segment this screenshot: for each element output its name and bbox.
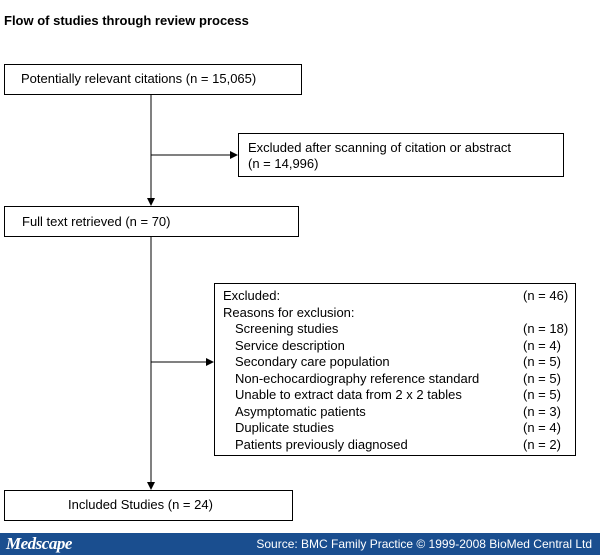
exclusion-item-label: Patients previously diagnosed [235, 436, 408, 452]
exclusion-item-label: Secondary care population [235, 354, 390, 369]
source-credit: Source: BMC Family Practice © 1999-2008 … [256, 537, 592, 551]
footer-bar: Medscape Source: BMC Family Practice © 1… [0, 533, 600, 555]
exclusion-item-label: Screening studies [235, 321, 339, 336]
exclusion-item-label: Non-echocardiography reference standard [235, 370, 480, 386]
exclusion-item-count: (n = 5) [523, 354, 561, 369]
exclusion-item: Asymptomatic patients (n = 3) [223, 404, 575, 421]
exclusion-item-count: (n = 4) [523, 420, 561, 435]
box-exclusion-reasons: Excluded: (n = 46) Reasons for exclusion… [214, 283, 576, 456]
exclusion-item-count: (n = 5) [523, 387, 561, 402]
exclusion-item-count: (n = 5) [523, 370, 561, 386]
exclusion-reasons-heading: Reasons for exclusion: [223, 304, 355, 320]
box-potential-citations: Potentially relevant citations (n = 15,0… [4, 64, 302, 95]
flow-connectors [147, 95, 238, 490]
box-excluded-scanning: Excluded after scanning of citation or a… [238, 133, 564, 177]
box-excluded-scan-line2: (n = 14,996) [248, 156, 319, 171]
exclusion-item: Patients previously diagnosed (n = 2) [223, 437, 575, 454]
figure-title: Flow of studies through review process [4, 13, 249, 28]
exclusion-item: Screening studies (n = 18) [223, 321, 575, 338]
exclusion-item-count: (n = 2) [523, 436, 561, 452]
exclusion-header-count: (n = 46) [523, 288, 569, 303]
exclusion-header-label: Excluded: [223, 288, 281, 303]
exclusion-item-count: (n = 18) [523, 321, 569, 336]
exclusion-item: Non-echocardiography reference standard … [223, 371, 575, 388]
exclusion-item: Unable to extract data from 2 x 2 tables… [223, 387, 575, 404]
exclusion-header-row: Excluded: (n = 46) [223, 288, 575, 305]
exclusion-item-count: (n = 3) [523, 403, 561, 419]
exclusion-item-label: Duplicate studies [235, 420, 334, 435]
medscape-logo: Medscape [6, 534, 72, 553]
exclusion-item: Service description (n = 4) [223, 338, 575, 355]
box-included-text: Included Studies (n = 24) [68, 497, 213, 512]
exclusion-item-label: Asymptomatic patients [235, 403, 366, 419]
box-full-text: Full text retrieved (n = 70) [4, 206, 299, 237]
box-full-text-label: Full text retrieved (n = 70) [22, 214, 171, 229]
exclusion-item: Secondary care population (n = 5) [223, 354, 575, 371]
exclusion-item-label: Service description [235, 337, 345, 353]
box-excluded-scan-line1: Excluded after scanning of citation or a… [248, 140, 512, 155]
box-included-studies: Included Studies (n = 24) [4, 490, 293, 521]
exclusion-item: Duplicate studies (n = 4) [223, 420, 575, 437]
box-potential-text: Potentially relevant citations (n = 15,0… [21, 71, 257, 86]
exclusion-item-label: Unable to extract data from 2 x 2 tables [235, 387, 462, 402]
exclusion-item-count: (n = 4) [523, 337, 561, 353]
